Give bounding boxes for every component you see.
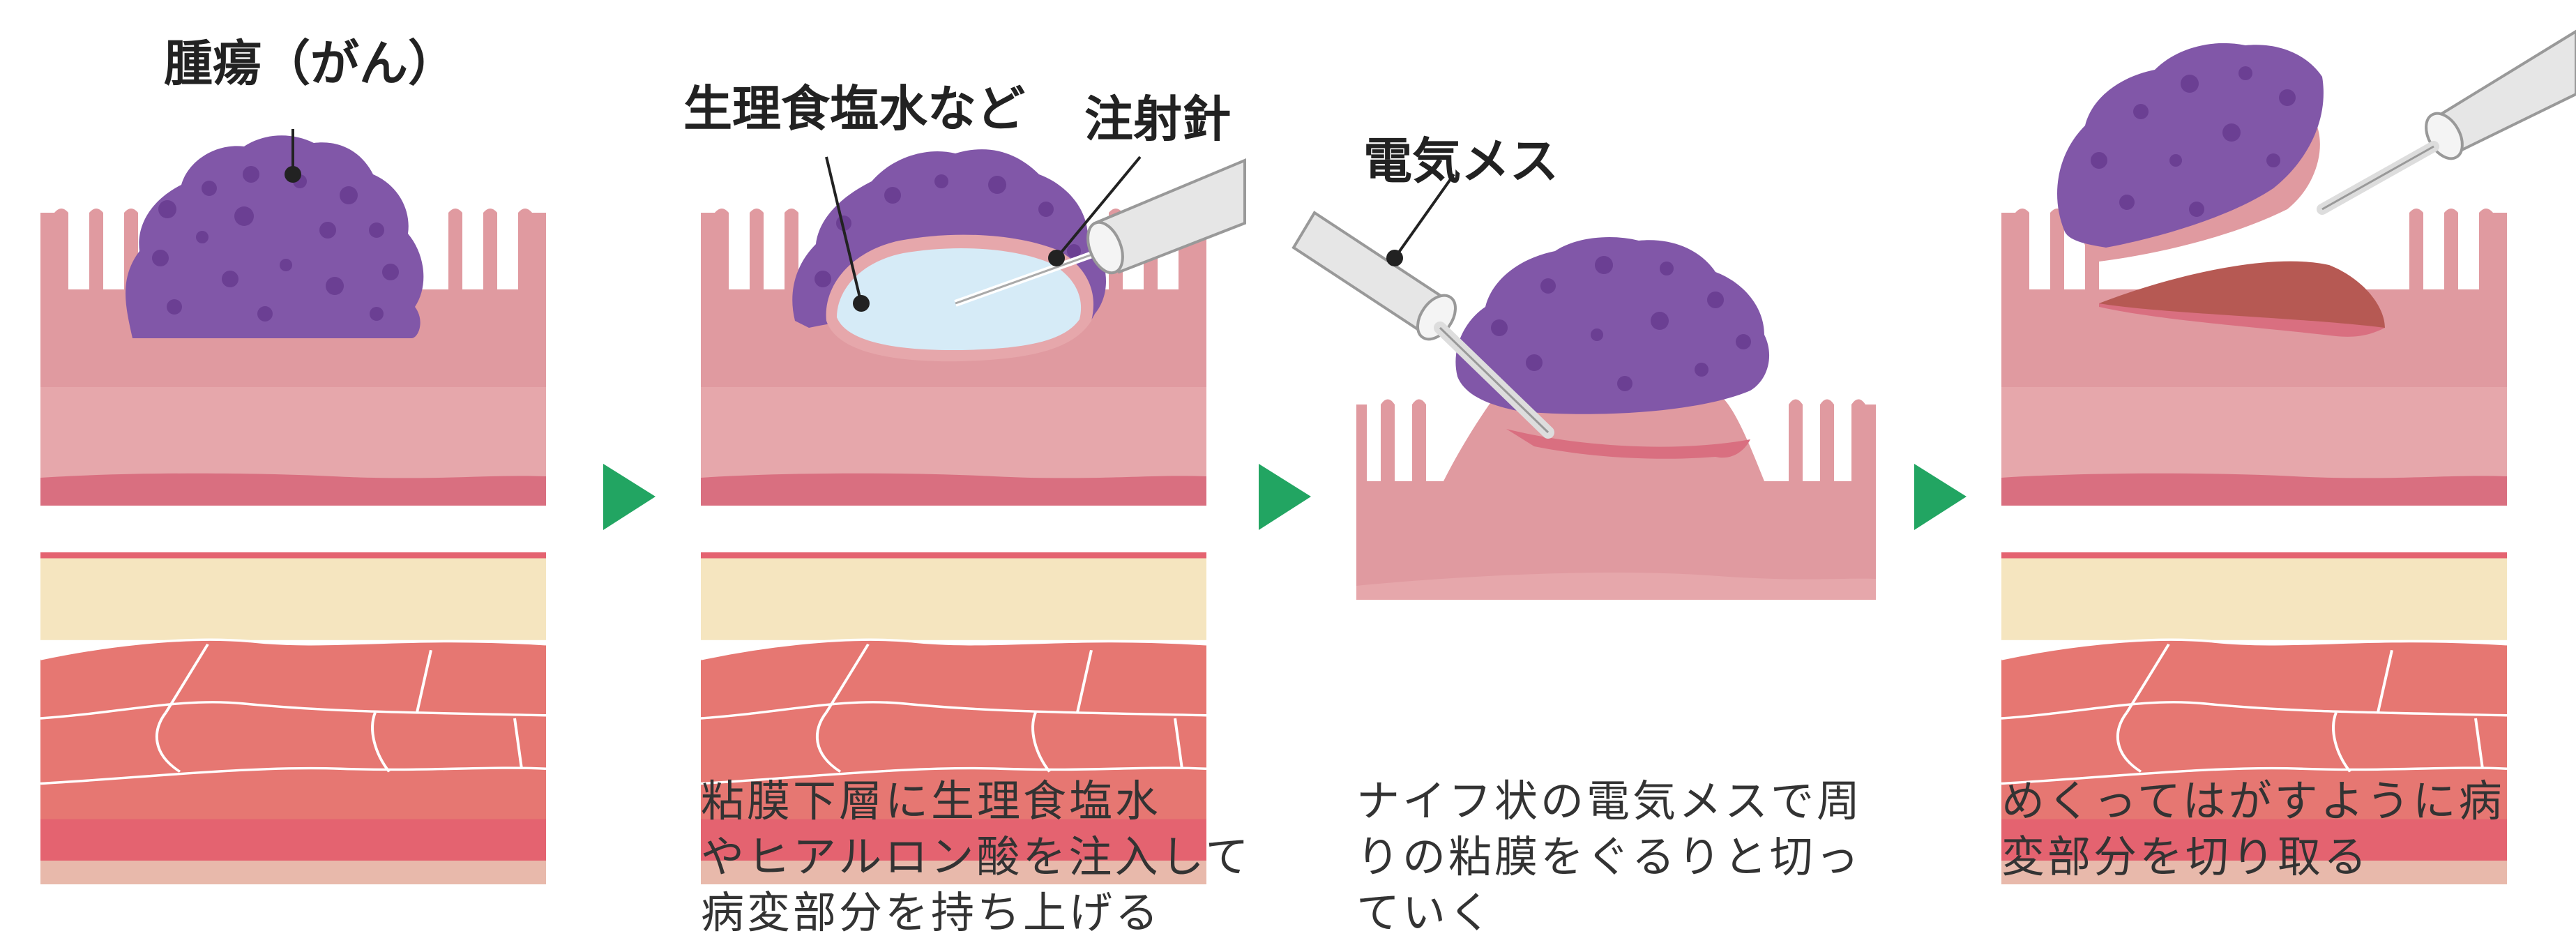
- electric-scalpel: [2317, 29, 2576, 215]
- caption-2-line-3: 病変部分を持ち上げる: [701, 887, 1161, 938]
- caption-3-line-1: ナイフ状の電気メスで周: [1356, 776, 1863, 826]
- panel-4-removal: めくってはがすように病 変部分を切り取る: [2000, 29, 2576, 886]
- panel-3-cutting: 電気メス ナイフ状の電気メスで周 りの粘膜をぐるりと切っ ていく: [1291, 133, 1876, 938]
- scalpel-label: 電気メス: [1363, 133, 1559, 190]
- triangle-right-icon: [1914, 464, 1967, 530]
- tumor-label: 腫瘍（がん）: [164, 35, 457, 92]
- electric-scalpel: [1291, 211, 1554, 439]
- caption-3-line-2: りの粘膜をぐるりと切っ: [1356, 831, 1862, 882]
- caption-4-line-2: 変部分を切り取る: [2001, 831, 2370, 882]
- triangle-right-icon: [603, 464, 656, 530]
- caption-2-line-1: 粘膜下層に生理食塩水: [701, 776, 1161, 826]
- injection-needle: [954, 158, 1246, 307]
- panel-2-injection: 生理食塩水など 注射針 粘膜下層に生理食塩水 やヒアルロン酸を注入して 病変部分…: [683, 80, 1252, 938]
- panel-1-tumor: 腫瘍（がん）: [39, 35, 547, 886]
- tumor-shape: [126, 135, 424, 338]
- tumor-shape: [2057, 43, 2324, 248]
- saline-label: 生理食塩水など: [683, 80, 1025, 137]
- tumor-leader-dot: [285, 166, 301, 183]
- needle-label: 注射針: [1084, 91, 1231, 148]
- caption-2-line-2: やヒアルロン酸を注入して: [701, 831, 1252, 882]
- triangle-right-icon: [1259, 464, 1311, 530]
- caption-3-line-3: ていく: [1356, 887, 1494, 938]
- caption-4-line-1: めくってはがすように病: [2001, 776, 2505, 826]
